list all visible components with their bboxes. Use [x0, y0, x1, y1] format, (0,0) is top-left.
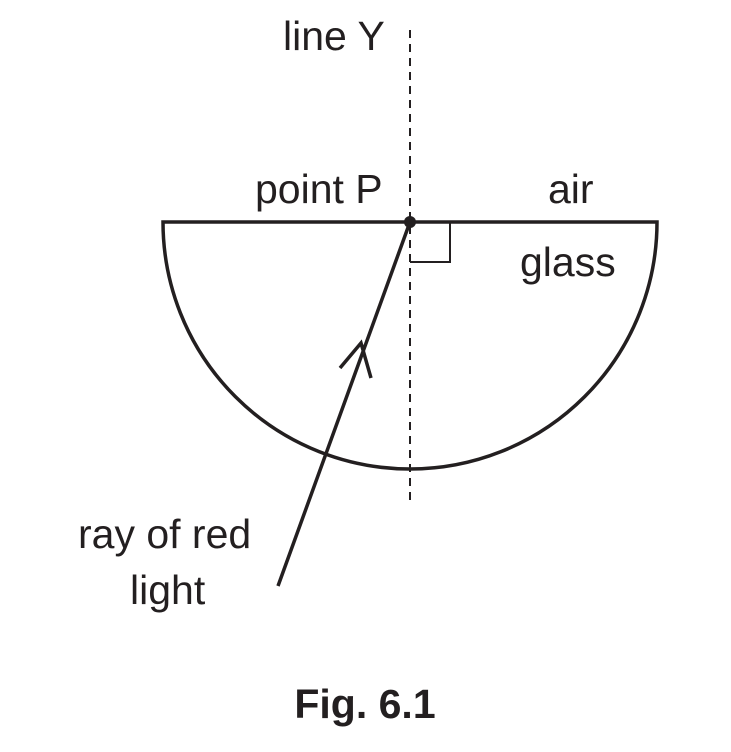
point-p-label: point P — [255, 166, 383, 212]
light-ray — [276, 221, 412, 587]
semicircular-glass-block — [161, 220, 659, 471]
ray-label-line1: ray of red — [78, 511, 251, 557]
right-angle-marker — [410, 222, 451, 263]
air-label: air — [548, 166, 594, 212]
point-p-dot — [404, 216, 416, 228]
line-y-label: line Y — [283, 13, 385, 59]
figure-caption: Fig. 6.1 — [294, 681, 435, 727]
ray-label-line2: light — [130, 567, 206, 613]
ray-arrowhead-icon — [338, 339, 373, 379]
glass-label: glass — [520, 239, 616, 285]
